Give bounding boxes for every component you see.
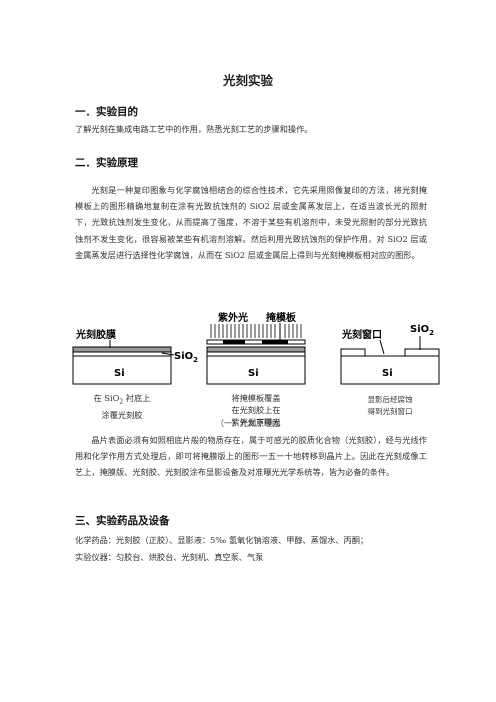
principle-paragraph: 光刻是一种复印图象与化学腐蚀相结合的综合性技术，它先采用照像复印的方法，将光刻掩… — [75, 185, 427, 260]
section-heading-purpose: 一．实验目的 — [75, 106, 138, 118]
uv-label: 紫外光 — [218, 312, 248, 324]
mask-pattern-1 — [223, 340, 245, 344]
si-label-3: Si — [382, 368, 393, 379]
sio2-label-1: SiO2 — [174, 351, 198, 364]
materials-line: 化学药品：光刻胶（正胶）、显影液：5‰ 氢氧化钠溶液、甲醇、蒸馏水、丙酮； — [75, 535, 369, 545]
sio2-layer-1 — [72, 351, 172, 357]
photoresist-label: 光刻胶膜 — [75, 328, 116, 341]
purpose-paragraph: 了解光刻在集成电路工艺中的作用，熟悉光刻工艺的步骤和操作。 — [75, 124, 313, 134]
si-substrate-3 — [340, 355, 440, 385]
window-label: 光刻窗口 — [341, 328, 382, 341]
photoresist-layer-1 — [72, 346, 172, 353]
sio2-layer-2 — [206, 351, 306, 357]
si-label-2: Si — [248, 368, 259, 379]
figure-caption: （一）光刻原理图 — [216, 419, 280, 428]
section-heading-materials: 三、实验药品及设备 — [75, 515, 170, 527]
step1-caption: 在 SiO2 衬底上 涂覆光刻胶 — [93, 393, 151, 420]
step3-caption: 显影后经腐蚀 得到光刻窗口 — [367, 395, 413, 416]
step2-caption: 将掩模板覆盖 在光刻胶上在 紫外光下曝光 — [231, 393, 281, 427]
uv-arrows — [210, 324, 302, 338]
sio2-left-3 — [340, 348, 366, 357]
equipment-line: 实验仪器：匀胶台、烘胶台、光刻机、真空泵、气泵 — [75, 552, 264, 562]
after-figure-paragraph: 晶片表面必须有如照相底片般的物质存在，属于可感光的胶质化合物（光刻胶），经与光线… — [75, 435, 427, 478]
lithography-diagram: Si 光刻胶膜 SiO2 Si 紫外光 掩模板 — [72, 312, 440, 385]
mask-pattern-2 — [262, 340, 288, 344]
mask-plate — [206, 339, 306, 345]
photoresist-layer-2 — [206, 346, 306, 353]
sio2-label-3: SiO2 — [410, 324, 434, 337]
sio2-right-3 — [404, 348, 440, 357]
section-heading-principle: 二．实验原理 — [75, 157, 138, 169]
mask-label: 掩模板 — [266, 312, 297, 324]
si-substrate-1 — [72, 355, 172, 385]
document-title: 光刻实验 — [222, 73, 273, 88]
si-label-1: Si — [114, 368, 125, 379]
